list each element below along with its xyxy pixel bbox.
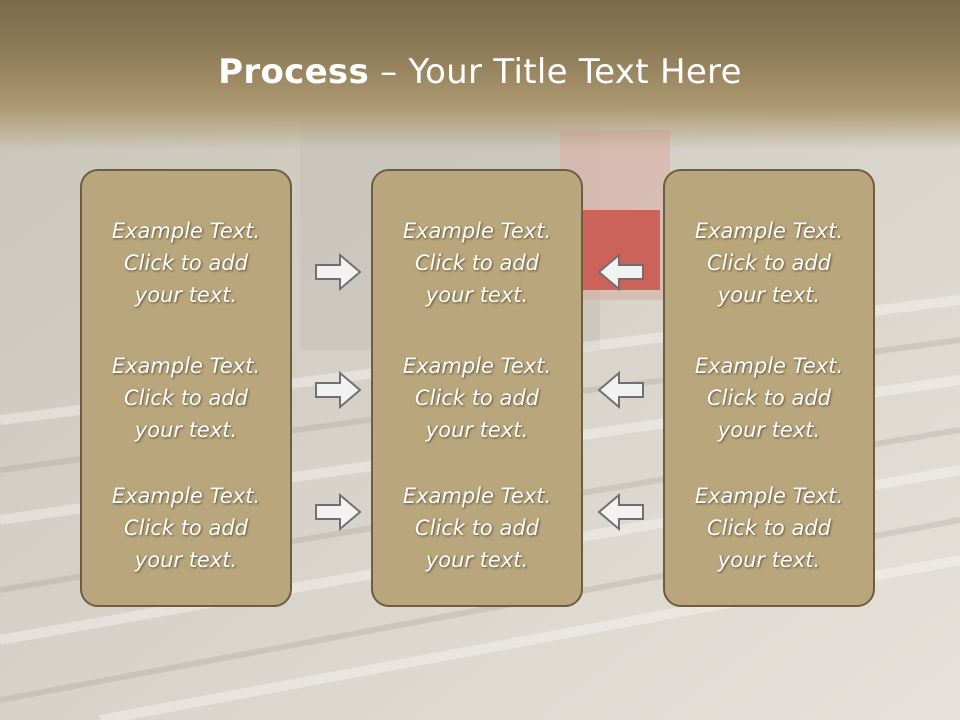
title-rest: – Your Title Text Here — [369, 52, 742, 92]
text-block[interactable]: Example Text. Click to add your text. — [82, 215, 290, 311]
text-block[interactable]: Example Text. Click to add your text. — [665, 350, 873, 446]
text-line: Click to add — [414, 516, 539, 540]
process-box-center[interactable]: Example Text. Click to add your text. Ex… — [371, 169, 583, 607]
text-line: your text. — [134, 418, 238, 442]
text-block[interactable]: Example Text. Click to add your text. — [665, 480, 873, 576]
text-line: your text. — [717, 548, 821, 572]
text-line: your text. — [717, 283, 821, 307]
text-block[interactable]: Example Text. Click to add your text. — [665, 215, 873, 311]
text-line: Example Text. — [111, 354, 261, 378]
text-line: your text. — [134, 548, 238, 572]
title-bold: Process — [218, 52, 370, 92]
text-line: Example Text. — [694, 354, 844, 378]
text-line: Example Text. — [694, 484, 844, 508]
text-line: Click to add — [123, 516, 248, 540]
text-line: Click to add — [414, 386, 539, 410]
text-block[interactable]: Example Text. Click to add your text. — [82, 480, 290, 576]
left-arrow-icon — [597, 370, 644, 410]
text-block[interactable]: Example Text. Click to add your text. — [373, 350, 581, 446]
process-box-right[interactable]: Example Text. Click to add your text. Ex… — [663, 169, 875, 607]
slide-title[interactable]: Process – Your Title Text Here — [0, 52, 960, 92]
text-line: Example Text. — [402, 354, 552, 378]
text-line: Example Text. — [111, 219, 261, 243]
text-line: Click to add — [706, 386, 831, 410]
right-arrow-icon — [315, 370, 362, 410]
text-block[interactable]: Example Text. Click to add your text. — [82, 350, 290, 446]
text-block[interactable]: Example Text. Click to add your text. — [373, 215, 581, 311]
text-line: Example Text. — [402, 219, 552, 243]
text-line: your text. — [717, 418, 821, 442]
text-line: Example Text. — [694, 219, 844, 243]
right-arrow-icon — [315, 252, 362, 292]
text-block[interactable]: Example Text. Click to add your text. — [373, 480, 581, 576]
text-line: Click to add — [706, 516, 831, 540]
text-line: your text. — [134, 283, 238, 307]
process-box-left[interactable]: Example Text. Click to add your text. Ex… — [80, 169, 292, 607]
text-line: Click to add — [414, 251, 539, 275]
text-line: your text. — [425, 283, 529, 307]
right-arrow-icon — [315, 492, 362, 532]
left-arrow-icon — [597, 492, 644, 532]
title-band — [0, 0, 960, 150]
text-line: Click to add — [123, 251, 248, 275]
text-line: Example Text. — [402, 484, 552, 508]
text-line: Example Text. — [111, 484, 261, 508]
text-line: your text. — [425, 418, 529, 442]
text-line: your text. — [425, 548, 529, 572]
text-line: Click to add — [706, 251, 831, 275]
text-line: Click to add — [123, 386, 248, 410]
left-arrow-icon — [597, 252, 644, 292]
